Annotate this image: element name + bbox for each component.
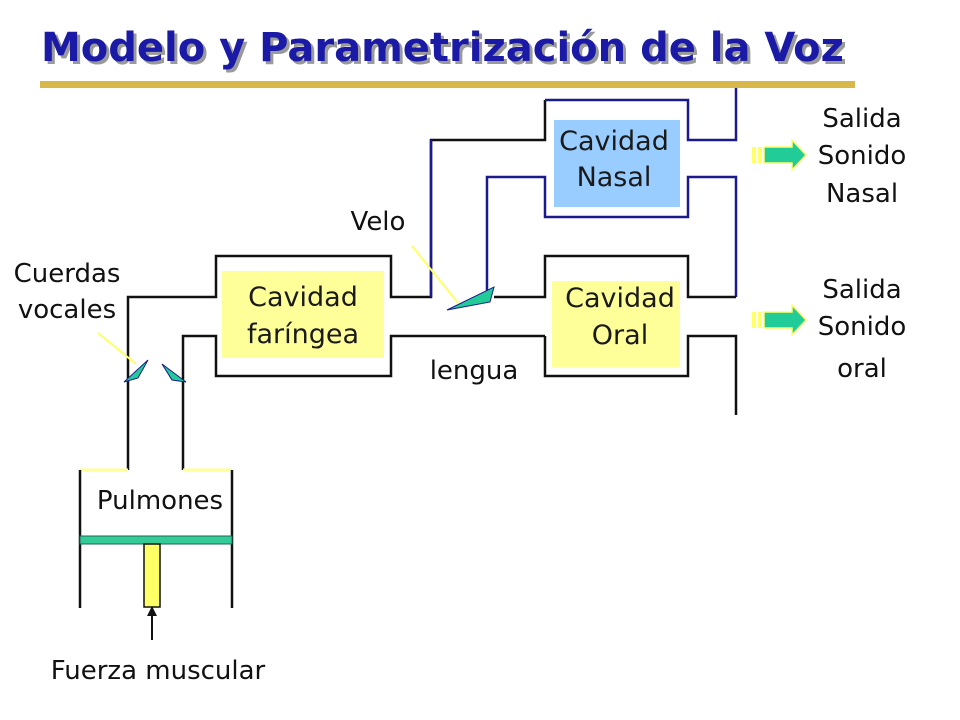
oral-cavity-label-2: Oral <box>592 320 648 351</box>
output-arrow-icon <box>752 303 808 337</box>
lengua-label: lengua <box>430 356 519 386</box>
pharyngeal-cavity-label-2: faríngea <box>247 319 359 350</box>
nasal-cavity-label-1: Cavidad <box>559 126 669 157</box>
title-underline <box>40 81 855 88</box>
valve-icon <box>123 359 149 383</box>
salida-nasal-label-3: Nasal <box>826 179 898 209</box>
push-arrowhead-icon <box>147 606 157 616</box>
oral-lower-wall <box>543 334 738 415</box>
pharyngeal-cavity-box <box>222 271 384 358</box>
cuerdas-label-2: vocales <box>18 295 116 325</box>
cuerdas-pointer <box>97 332 137 365</box>
salida-oral-label-1: Salida <box>822 275 901 305</box>
salida-oral-label-2: Sonido <box>818 312 907 342</box>
pharyngeal-cavity-label-1: Cavidad <box>248 282 358 313</box>
page-title-shadow: Modelo y Parametrización de la Voz <box>44 28 847 74</box>
valve-icon <box>161 363 187 383</box>
nasal-cavity-label-2: Nasal <box>577 162 652 193</box>
oral-cavity-box <box>552 281 680 367</box>
page-title: Modelo y Parametrización de la Voz <box>41 25 844 71</box>
lung-piston-rod <box>143 543 161 608</box>
cuerdas-label-1: Cuerdas <box>14 259 121 289</box>
pulmones-label: Pulmones <box>97 486 223 516</box>
nasal-lower-wall <box>485 175 738 297</box>
oral-cavity-label-1: Cavidad <box>565 283 675 314</box>
pharynx-upper-wall <box>126 100 547 470</box>
lung-piston-plate <box>79 535 233 545</box>
fuerza-label: Fuerza muscular <box>51 656 266 686</box>
oral-upper-wall <box>494 254 736 299</box>
valve-icon <box>446 286 495 311</box>
output-arrow-icon <box>752 138 808 172</box>
nasal-upper-wall <box>545 88 738 142</box>
velo-label: Velo <box>351 207 406 237</box>
salida-nasal-label-2: Sonido <box>818 141 907 171</box>
nasal-cavity-box <box>554 120 680 207</box>
pharynx-lower-wall <box>181 334 545 470</box>
salida-nasal-label-1: Salida <box>822 104 901 134</box>
salida-oral-label-3: oral <box>837 354 887 384</box>
velo-pointer <box>411 245 459 304</box>
